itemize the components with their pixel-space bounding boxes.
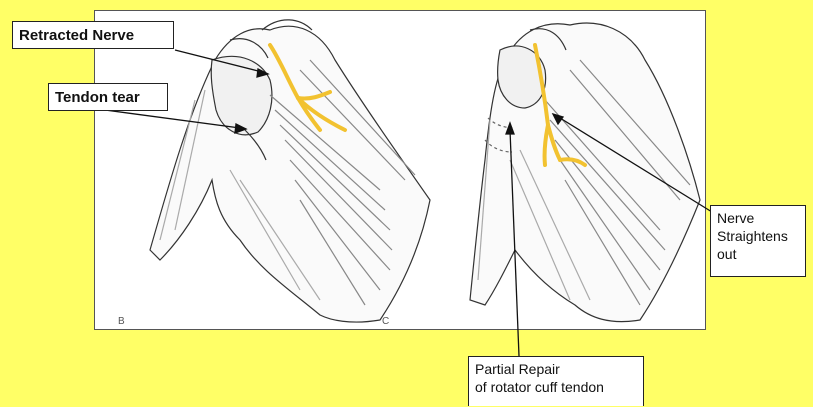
partial-repair-label: Partial Repair of rotator cuff tendon	[468, 356, 644, 406]
tendon-tear-label: Tendon tear	[48, 83, 168, 111]
partial-repair-line-1: Partial Repair	[475, 360, 637, 378]
panel-letter-b: B	[118, 316, 125, 327]
panel-letter-c: C	[382, 316, 389, 327]
retracted-nerve-label: Retracted Nerve	[12, 21, 174, 49]
nerve-straightens-line-3: out	[717, 245, 799, 263]
right-scapula-drawing	[470, 23, 700, 322]
partial-repair-line-2: of rotator cuff tendon	[475, 378, 637, 396]
retracted-nerve-text: Retracted Nerve	[19, 27, 134, 44]
nerve-straightens-label: Nerve Straightens out	[710, 205, 806, 277]
left-scapula-drawing	[150, 20, 430, 322]
tendon-tear-text: Tendon tear	[55, 89, 140, 106]
nerve-straightens-line-2: Straightens	[717, 227, 799, 245]
nerve-straightens-line-1: Nerve	[717, 209, 799, 227]
